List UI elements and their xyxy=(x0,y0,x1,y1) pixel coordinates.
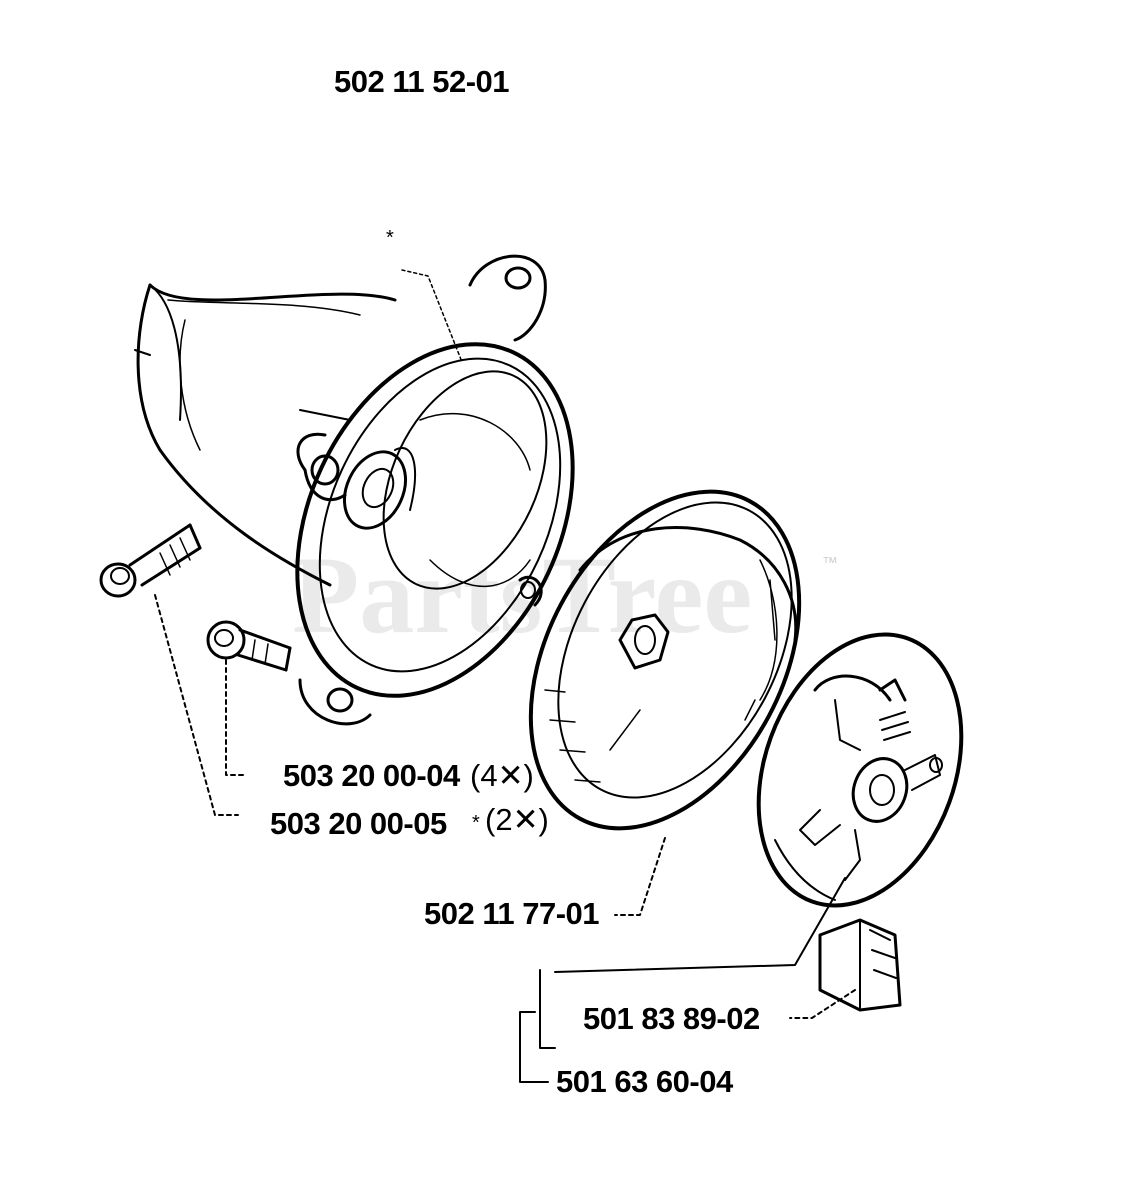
part-label-503-20-00-05: 503 20 00-05 xyxy=(270,806,447,841)
marker-503-20-00-05: * xyxy=(472,812,480,834)
clutch-housing-drawing xyxy=(134,254,575,726)
leader-502-11-77-01 xyxy=(614,837,666,916)
part-label-501-63-60-04: 501 63 60-04 xyxy=(556,1064,733,1099)
leader-501-83-89-02-top xyxy=(554,877,846,973)
part-label-501-83-89-02: 501 83 89-02 xyxy=(583,1001,760,1036)
clutch-assembly-drawing xyxy=(756,632,964,908)
part-label-502-11-77-01: 502 11 77-01 xyxy=(424,896,600,931)
leader-503-20-00-04 xyxy=(225,659,246,776)
star-callout-leader xyxy=(401,269,463,363)
part-label-503-20-00-04: 503 20 00-04 xyxy=(283,758,460,793)
leader-503-20-00-05 xyxy=(154,594,239,816)
clutch-shoe-drawing xyxy=(818,918,902,1012)
long-bolt-drawing xyxy=(99,523,202,598)
leader-501-83-89-02-bracket xyxy=(539,969,556,1049)
short-screw-drawing xyxy=(206,620,292,672)
callout-marker-star: * xyxy=(386,227,394,249)
quantity-503-20-00-05: (2✕) xyxy=(485,802,549,837)
leader-501-63-60-04 xyxy=(519,1011,549,1083)
quantity-503-20-00-04: (4✕) xyxy=(470,758,534,793)
clutch-drum-drawing xyxy=(528,489,802,831)
watermark-trademark: ™ xyxy=(822,555,838,572)
leader-501-83-89-02-shoe xyxy=(789,989,856,1019)
assembly-number-label: 502 11 52-01 xyxy=(334,64,510,99)
